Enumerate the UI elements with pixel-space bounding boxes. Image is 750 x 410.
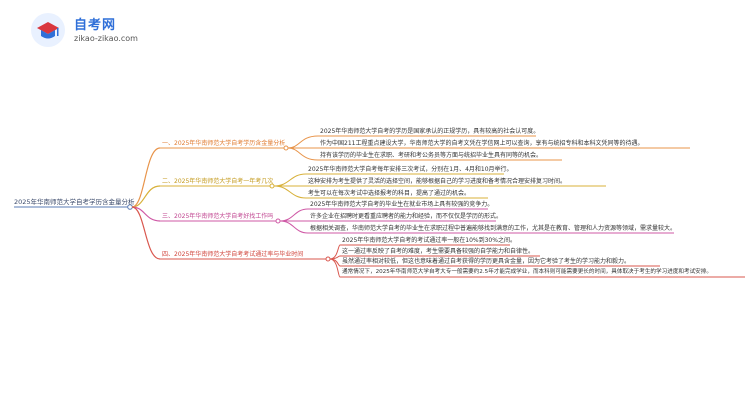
leaf-node[interactable]: 虽然通过率相对较低，但这也意味着通过自考获得的学历更具含金量，因为它考验了考生的… bbox=[342, 258, 631, 265]
leaf-node[interactable]: 这种安排为考生提供了灵活的选择空间，能够根据自己的学习进度和备考情况合理安排复习… bbox=[308, 178, 567, 185]
edge-b3-l3 bbox=[279, 220, 309, 234]
branch-node-3[interactable]: 三、2025年华南师范大学自考好找工作吗 bbox=[162, 213, 274, 220]
leaf-node[interactable]: 2025年华南师范大学自考的学历是国家承认的正规学历，具有较高的社会认可度。 bbox=[320, 128, 540, 135]
leaf-node[interactable]: 持有该学历的毕业生在求职、考研和考公务员等方面与统招毕业生具有同等的机会。 bbox=[320, 152, 543, 159]
leaf-node[interactable]: 作为中国211工程重点建设大学，华南师范大学的自考文凭在学信网上可以查询，享有与… bbox=[320, 140, 644, 147]
edge-b1-l3 bbox=[287, 147, 319, 161]
leaf-node[interactable]: 考生可以在每次考试中选择报考的科目，提高了通过的机会。 bbox=[308, 190, 471, 197]
leaf-node[interactable]: 这一通过率反映了自考的难度，考生需要具备较强的自学能力和自律性。 bbox=[342, 248, 535, 255]
edge-root-b2 bbox=[131, 185, 161, 208]
edge-root-b4 bbox=[131, 206, 161, 260]
leaf-node[interactable]: 根据相关调查，华南师范大学自考的毕业生在求职过程中普遍能够找到满意的工作，尤其是… bbox=[310, 225, 677, 232]
b4-node-dot bbox=[325, 256, 331, 262]
branch-node-2[interactable]: 二、2025年华南师范大学自考一年考几次 bbox=[162, 178, 274, 185]
logo-url: zikao-zikao.com bbox=[74, 34, 138, 43]
root-node[interactable]: 2025年华南师范大学自考学历含金量分析 bbox=[14, 198, 135, 206]
leaf-node[interactable]: 2025年华南师范大学自考的毕业生在就业市场上具有较强的竞争力。 bbox=[310, 201, 494, 208]
leaf-node[interactable]: 2025年华南师范大学自考的考试通过率一般在10%到30%之间。 bbox=[342, 237, 516, 244]
branch-node-4[interactable]: 四、2025年华南师范大学自考考试通过率与毕业时间 bbox=[162, 251, 304, 258]
edge-b4-l4 bbox=[329, 258, 341, 278]
edge-root-b1 bbox=[131, 147, 161, 208]
site-logo[interactable]: 自考网 zikao-zikao.com bbox=[30, 12, 160, 52]
branch-node-1[interactable]: 一、2025年华南师范大学自考学历含金量分析 bbox=[162, 140, 286, 147]
edge-b2-l3 bbox=[273, 185, 307, 199]
graduation-cap-icon bbox=[31, 13, 65, 47]
b3-node-dot bbox=[275, 218, 281, 224]
edge-b1-l1 bbox=[287, 135, 319, 149]
edge-b2-l1 bbox=[273, 173, 307, 187]
leaf-node[interactable]: 许多企业在招聘时更看重应聘者的能力和经验，而不仅仅是学历的形式。 bbox=[310, 213, 503, 220]
edge-b3-l1 bbox=[279, 208, 309, 222]
leaf-node[interactable]: 通常情况下，2025年华南师范大学自考大专一般需要约2.5年才能完成学业，而本科… bbox=[342, 269, 712, 275]
logo-title: 自考网 bbox=[74, 18, 117, 33]
leaf-node[interactable]: 2025年华南师范大学自考每年安排三次考试，分别在1月、4月和10月举行。 bbox=[308, 166, 513, 173]
